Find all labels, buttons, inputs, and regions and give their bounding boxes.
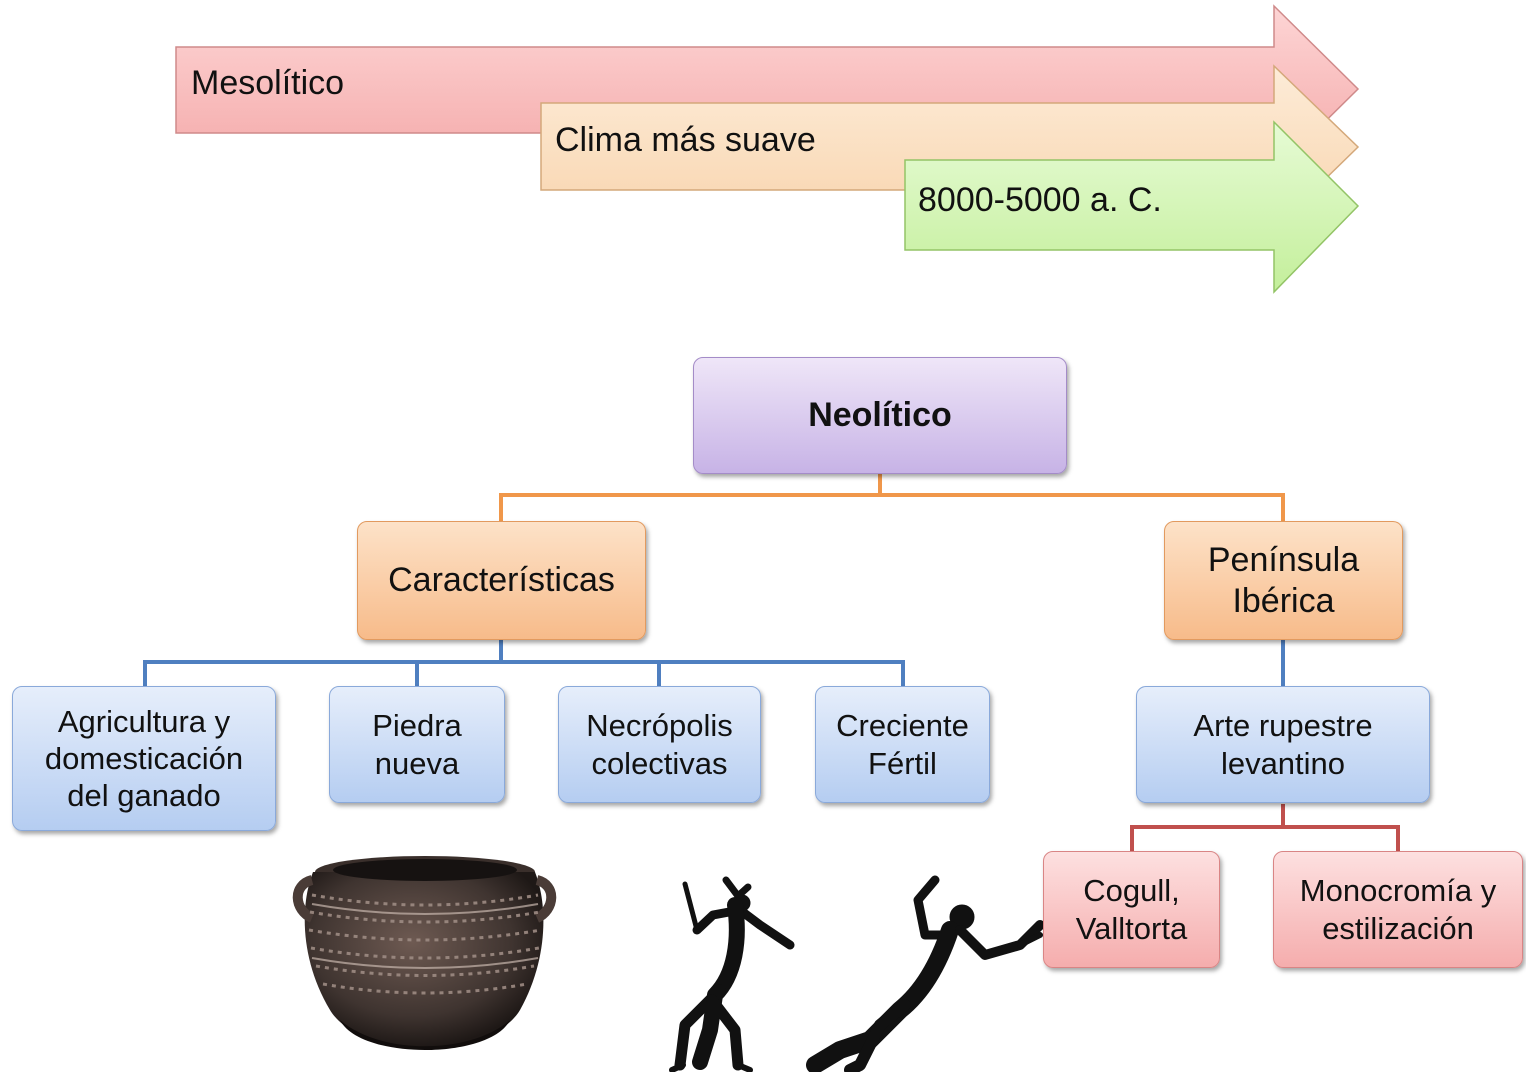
timeline-arrow-fecha xyxy=(904,120,1360,294)
node-creciente-fertil: Creciente Fértil xyxy=(815,686,990,803)
node-neolitico: Neolítico xyxy=(693,357,1067,474)
node-arte-rupestre: Arte rupestre levantino xyxy=(1136,686,1430,803)
timeline-label-clima: Clima más suave xyxy=(555,121,816,159)
timeline-label-fecha: 8000-5000 a. C. xyxy=(918,181,1162,219)
connector-root xyxy=(499,474,1285,521)
node-monocromia-label: Monocromía y estilización xyxy=(1299,873,1497,946)
node-arte-rupestre-label: Arte rupestre levantino xyxy=(1193,708,1373,781)
node-cogull-valltorta-label: Cogull, Valltorta xyxy=(1075,873,1188,946)
node-necropolis: Necrópolis colectivas xyxy=(558,686,761,803)
connector-arte xyxy=(1130,804,1400,851)
node-creciente-fertil-label: Creciente Fértil xyxy=(836,708,969,781)
node-peninsula-iberica: Península Ibérica xyxy=(1164,521,1403,640)
pottery-vessel-image xyxy=(292,856,557,1050)
node-agricultura-label: Agricultura y domesticación del ganado xyxy=(44,703,244,814)
rock-art-figures-image xyxy=(669,875,1045,1072)
node-necropolis-label: Necrópolis colectivas xyxy=(586,708,733,781)
node-piedra-nueva-label: Piedra nueva xyxy=(372,708,462,781)
node-peninsula-iberica-label: Península Ibérica xyxy=(1207,540,1360,620)
node-cogull-valltorta: Cogull, Valltorta xyxy=(1043,851,1220,968)
connector-caracteristicas xyxy=(143,640,905,686)
node-monocromia: Monocromía y estilización xyxy=(1273,851,1523,968)
node-piedra-nueva: Piedra nueva xyxy=(329,686,505,803)
node-agricultura: Agricultura y domesticación del ganado xyxy=(12,686,276,831)
node-caracteristicas-label: Características xyxy=(388,561,615,600)
node-neolitico-label: Neolítico xyxy=(808,396,952,435)
node-caracteristicas: Características xyxy=(357,521,646,640)
timeline-label-mesolitico: Mesolítico xyxy=(191,64,345,102)
